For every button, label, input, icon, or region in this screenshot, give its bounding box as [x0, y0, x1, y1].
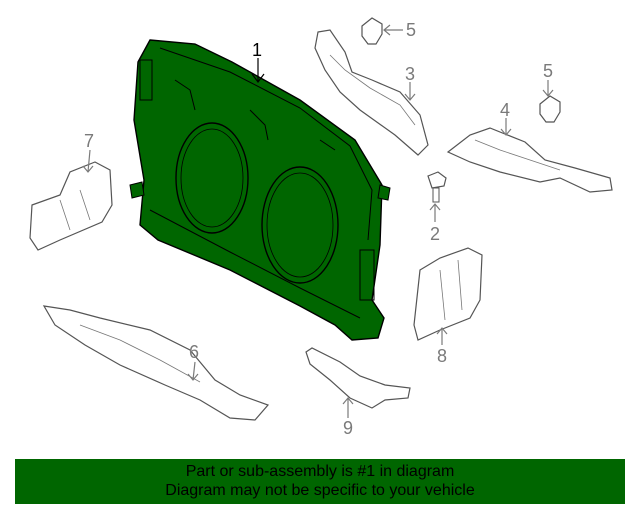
callout-7: 7 [84, 131, 94, 151]
callout-1: 1 [252, 40, 262, 60]
callout-6: 6 [189, 342, 199, 362]
part-3-upper-cover[interactable] [314, 29, 429, 156]
part-1-radiator-core-support[interactable] [129, 39, 391, 341]
part-9-lower-bracket[interactable] [305, 347, 411, 409]
part-4-upper-guide[interactable] [446, 127, 613, 193]
callout-2: 2 [430, 224, 440, 244]
callout-4: 4 [500, 100, 510, 120]
part-2-bolt[interactable] [427, 171, 447, 203]
banner-line-2: Diagram may not be specific to your vehi… [165, 482, 475, 499]
banner-line-1: Part or sub-assembly is #1 in diagram [185, 463, 455, 480]
info-banner: Part or sub-assembly is #1 in diagram Di… [15, 459, 625, 504]
part-5-clip-upper[interactable] [361, 17, 383, 45]
part-5-clip-right[interactable] [539, 95, 561, 123]
callout-9: 9 [343, 418, 353, 438]
part-7-left-air-guide[interactable] [29, 161, 113, 251]
callout-3: 3 [405, 64, 415, 84]
callout-5-right: 5 [543, 61, 553, 81]
part-8-right-air-guide[interactable] [413, 247, 483, 341]
callout-5-upper: 5 [406, 20, 416, 40]
part-6-lower-air-guide[interactable] [42, 305, 270, 421]
parts-diagram: 1 2 3 4 5 5 6 7 8 9 [29, 17, 613, 438]
callout-8: 8 [437, 346, 447, 366]
leader-lines [82, 24, 554, 418]
